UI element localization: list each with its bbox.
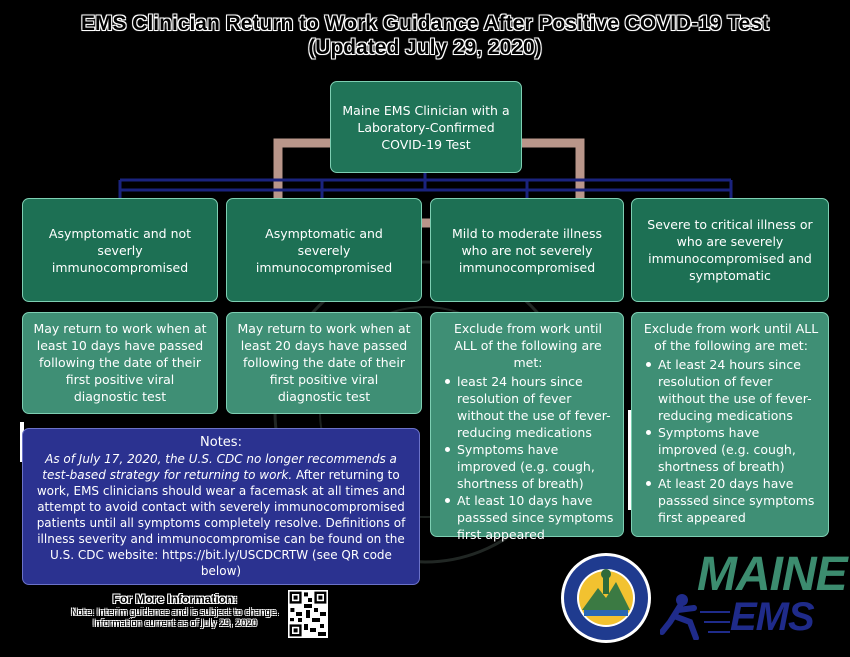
criteria-list: At least 24 hours since resolution of fe… [642,356,820,526]
notes-body: After returning to work, EMS clinicians … [36,468,406,578]
category-label: Asymptomatic and not severly immunocompr… [48,225,192,275]
notes-heading: Notes: [200,435,242,450]
outcome-text: May return to work when at least 20 days… [237,321,411,404]
category-mild-moderate: Mild to moderate illness who are not sev… [430,198,624,302]
category-label: Mild to moderate illness who are not sev… [451,225,603,275]
criteria-list: least 24 hours since resolution of fever… [441,373,615,543]
top-node: Maine EMS Clinician with a Laboratory-Co… [330,81,522,173]
dhhs-seal-logo [561,553,651,643]
outcome-mild-moderate-criteria: Exclude from work until ALL of the follo… [430,312,624,542]
qr-code[interactable] [288,590,328,638]
criteria-heading: Exclude from work until ALL of the follo… [454,321,602,370]
title-line-1: EMS Clinician Return to Work Guidance Af… [80,12,770,35]
more-info-heading: For More Information: [112,592,238,606]
more-information: For More Information: Note: Interim guid… [70,592,280,630]
criteria-item: Symptoms have improved (e.g. cough, shor… [646,424,820,475]
criteria-item: Symptoms have improved (e.g. cough, shor… [445,441,615,492]
category-asymptomatic-not-immunocompromised: Asymptomatic and not severly immunocompr… [22,198,218,302]
title-line-2: (Updated July 29, 2020) [308,36,542,59]
notes-text: As of July 17, 2020, the U.S. CDC no lon… [33,451,409,579]
category-label: Severe to critical illness or who are se… [647,217,813,283]
ems-logo-text: EMS [730,595,815,639]
notes-box: Notes: As of July 17, 2020, the U.S. CDC… [22,428,420,585]
page-title: EMS Clinician Return to Work Guidance Af… [0,12,850,60]
criteria-item: least 24 hours since resolution of fever… [445,373,615,441]
outcome-text: May return to work when at least 10 days… [33,321,207,404]
criteria-item: At least 20 days have passsed since symp… [646,475,820,526]
criteria-heading: Exclude from work until ALL of the follo… [643,321,819,353]
runner-figure-icon [660,594,730,640]
criteria-item: At least 24 hours since resolution of fe… [646,356,820,424]
top-node-label: Maine EMS Clinician with a Laboratory-Co… [342,102,510,152]
disclaimer-text: Note: Interim guidance and is subject to… [71,608,279,629]
outcome-severe-critical-criteria: Exclude from work until ALL of the follo… [631,312,829,537]
maine-logo-text: MAINE [697,548,848,601]
category-label: Asymptomatic and severely immunocompromi… [255,225,393,275]
outcome-20-days-test: May return to work when at least 20 days… [226,312,422,414]
criteria-item: At least 10 days have passsed since symp… [445,493,614,542]
category-severe-critical: Severe to critical illness or who are se… [631,198,829,302]
outcome-10-days-test: May return to work when at least 10 days… [22,312,218,414]
notes-italic: As of July 17, 2020, the U.S. CDC no lon… [42,452,397,482]
category-asymptomatic-immunocompromised: Asymptomatic and severely immunocompromi… [226,198,422,302]
